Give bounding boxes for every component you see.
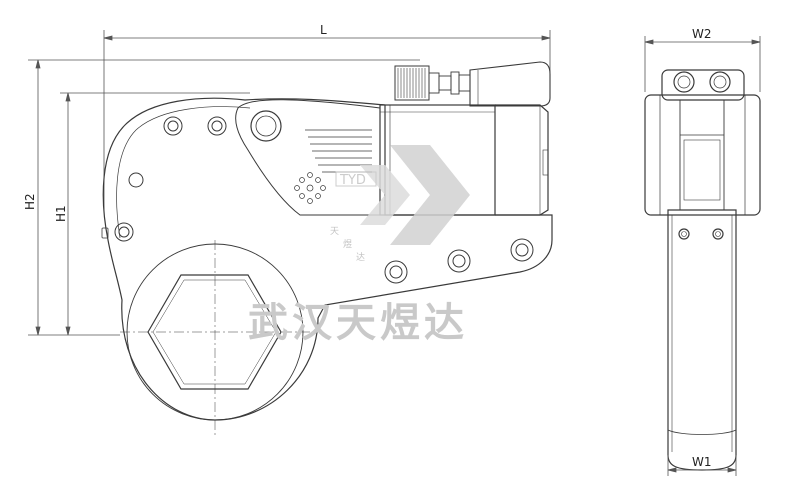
dimension-length-label: L bbox=[320, 23, 327, 37]
watermark-seal-char-3: 达 bbox=[356, 251, 365, 263]
dimension-height-inner-label: H1 bbox=[54, 205, 68, 222]
dimension-height-outer bbox=[28, 59, 420, 336]
watermark-logo-text: TYD bbox=[339, 173, 366, 188]
dimension-length bbox=[103, 30, 551, 210]
dimension-width-bottom bbox=[667, 455, 737, 476]
dimension-width-top bbox=[644, 36, 761, 92]
dimension-height-outer-label: H2 bbox=[23, 193, 37, 210]
wrench-body bbox=[101, 61, 553, 435]
dimension-width-bottom-label: W1 bbox=[692, 455, 712, 469]
dimension-height-inner bbox=[60, 92, 250, 336]
watermark-seal-char-2: 煜 bbox=[343, 238, 352, 250]
watermark-company-text: 武汉天煜达 bbox=[248, 300, 468, 346]
watermark-seal-char-1: 天 bbox=[330, 227, 339, 237]
dimension-width-top-label: W2 bbox=[692, 27, 712, 41]
watermark-logo: TYD 天 煜 达 bbox=[330, 145, 470, 263]
wrench-side-view bbox=[644, 69, 761, 471]
